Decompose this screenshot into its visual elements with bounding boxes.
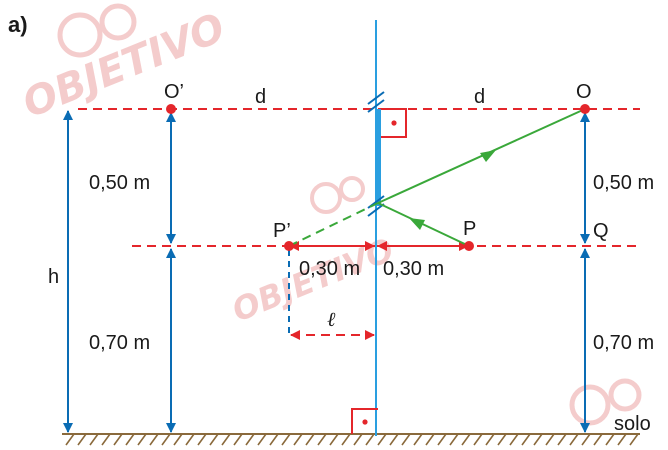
label-right-upper: 0,50 m (593, 172, 654, 194)
label-q: Q (593, 220, 609, 242)
label-o-prime: O’ (164, 81, 184, 103)
right-angle-mark-ground (351, 408, 378, 434)
label-p-prime: P’ (273, 220, 291, 242)
point-p (464, 241, 474, 251)
label-ground: solo (614, 413, 651, 435)
watermark: OBJETIVO OBJETIVO (17, 3, 642, 426)
reflected-ray-arrowhead (480, 150, 496, 162)
watermark-logo-bottom-right (569, 378, 642, 426)
label-o: O (576, 81, 592, 103)
virtual-ray (288, 202, 379, 247)
mirror-top-edge-mark (367, 91, 385, 113)
label-d-left: d (255, 86, 266, 108)
label-left-lower: 0,70 m (89, 332, 150, 354)
point-o-prime (166, 104, 176, 114)
label-mid-right: 0,30 m (383, 258, 444, 280)
right-angle-mark-mirror (381, 108, 407, 138)
label-h: h (48, 266, 59, 288)
label-left-upper: 0,50 m (89, 172, 150, 194)
label-ell: ℓ (327, 309, 336, 331)
ground (62, 433, 640, 446)
incident-ray (377, 202, 470, 247)
point-p-prime (284, 241, 294, 251)
incident-ray-arrowhead (409, 218, 425, 230)
label-p: P (463, 218, 476, 240)
label-d-right: d (474, 86, 485, 108)
watermark-logo-center: OBJETIVO (227, 176, 399, 329)
reflected-ray (377, 108, 586, 204)
point-o (580, 104, 590, 114)
label-mid-left: 0,30 m (299, 258, 360, 280)
part-label: a) (8, 12, 28, 37)
label-right-lower: 0,70 m (593, 332, 654, 354)
